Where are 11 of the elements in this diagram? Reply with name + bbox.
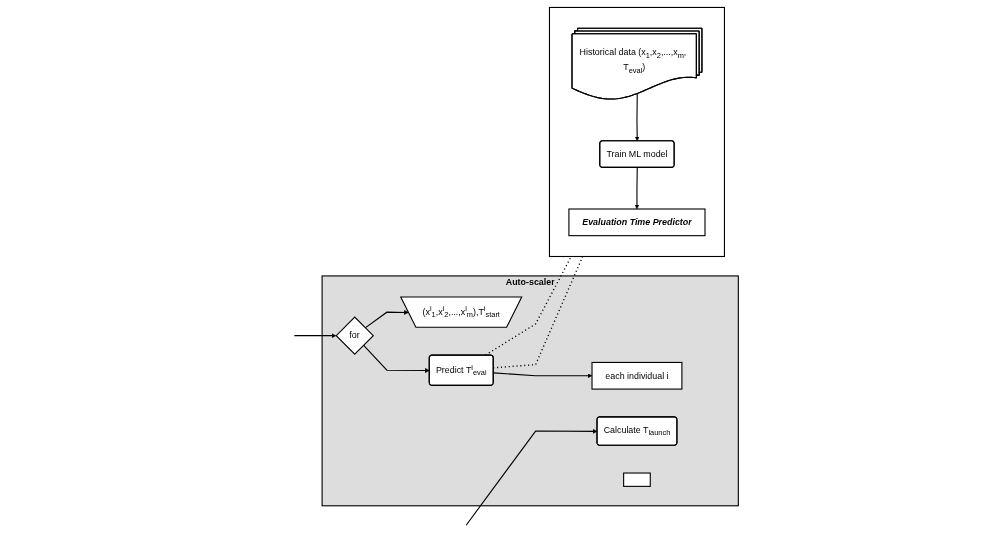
arrow xyxy=(634,93,640,142)
node-box: each individual i xyxy=(591,361,683,390)
arrow xyxy=(634,167,640,210)
arrow xyxy=(465,428,598,526)
arrow xyxy=(362,344,430,373)
cluster xyxy=(548,6,725,258)
arrow xyxy=(293,333,337,339)
node-diamond: for xyxy=(335,316,375,355)
node-box xyxy=(623,472,651,487)
node-box: Evaluation Time Predictor xyxy=(568,208,706,237)
arrow xyxy=(364,309,409,329)
